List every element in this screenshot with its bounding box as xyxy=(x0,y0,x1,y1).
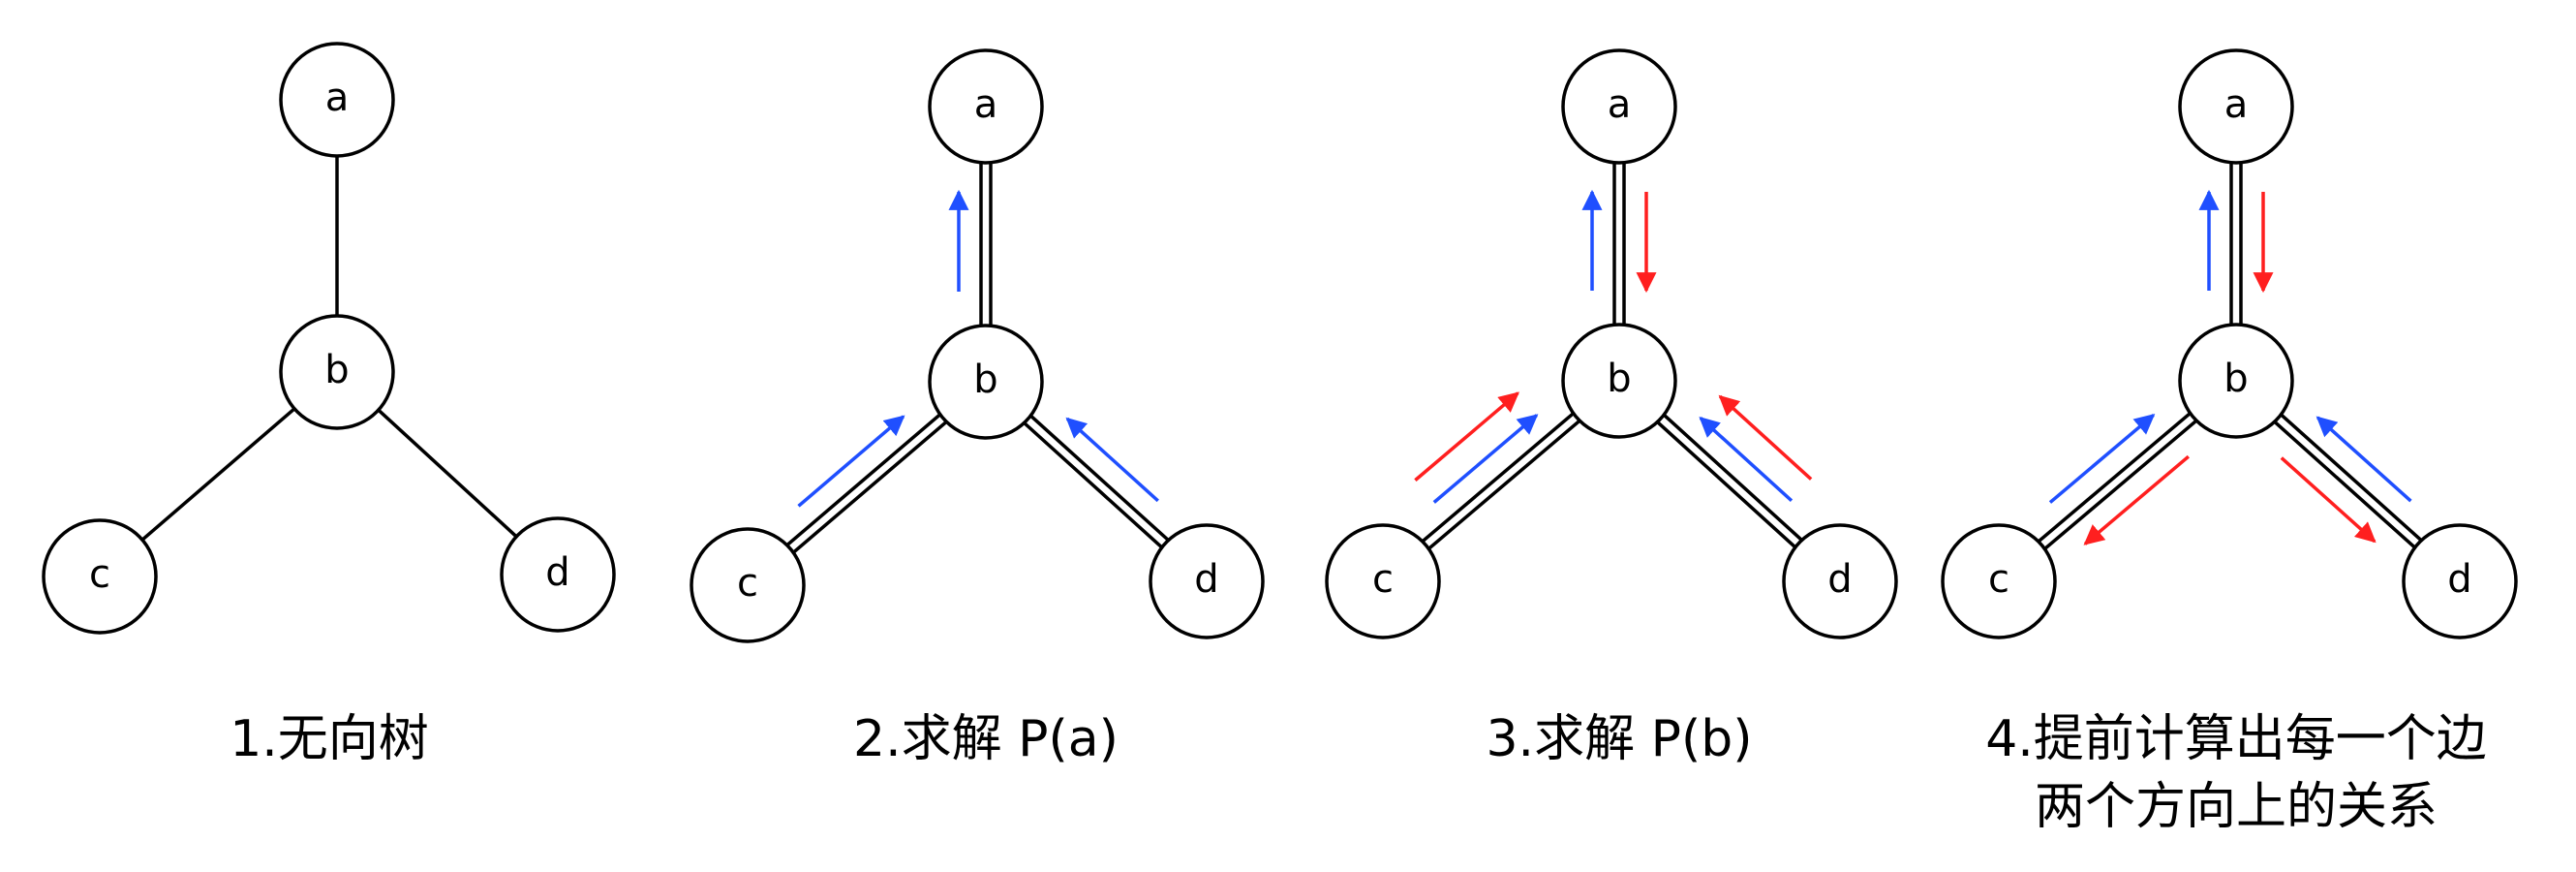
node-a-circle xyxy=(928,48,1044,165)
panel-1-caption: 1.无向树 xyxy=(230,710,429,768)
panel-3-caption: 3.求解 P(b) xyxy=(1486,710,1752,768)
arrow-blue-d-to-b xyxy=(1065,417,1159,503)
node-a-label: a xyxy=(974,82,998,127)
node-d-label: d xyxy=(2447,557,2471,602)
node-b: b xyxy=(928,324,1044,440)
node-c-circle xyxy=(690,527,806,643)
edge-d-b-line-2 xyxy=(1661,412,1805,543)
arrow-red-b-to-d xyxy=(2280,456,2377,544)
node-c-label: c xyxy=(1988,557,2009,602)
node-d-label: d xyxy=(1827,557,1852,602)
panel-2-caption: 2.求解 P(a) xyxy=(853,710,1119,768)
edge-d-b-line-1 xyxy=(1654,420,1798,550)
node-c-circle xyxy=(1941,523,2057,639)
node-b-circle xyxy=(2178,323,2294,439)
node-a-circle xyxy=(279,42,395,158)
node-b: b xyxy=(279,314,395,430)
node-a-label: a xyxy=(1608,82,1632,127)
node-c: c xyxy=(1941,523,2057,639)
node-c-circle xyxy=(1325,523,1441,639)
node-d: d xyxy=(1782,523,1898,639)
node-c: c xyxy=(690,527,806,643)
arrow-blue-d-to-b xyxy=(1699,417,1794,503)
node-b: b xyxy=(2178,323,2294,439)
node-b-label: b xyxy=(973,358,997,402)
panel-2: a b c d 2.求解 P(a) xyxy=(690,48,1265,768)
edge-d-b xyxy=(376,407,519,540)
panel-1: a b c d 1.无向树 xyxy=(42,42,616,768)
node-a-label: a xyxy=(2224,82,2249,127)
node-b-label: b xyxy=(324,348,349,392)
node-c: c xyxy=(1325,523,1441,639)
panel-4-caption-line-1: 4.提前计算出每一个边 xyxy=(1985,710,2487,768)
panel-3: a b c d 3.求解 P(b) xyxy=(1325,48,1898,768)
edge-d-b-line-1 xyxy=(1022,420,1165,550)
node-b-circle xyxy=(928,324,1044,440)
node-c-label: c xyxy=(89,552,110,597)
node-d-circle xyxy=(1149,523,1265,639)
node-c: c xyxy=(42,518,158,635)
node-a: a xyxy=(2178,48,2294,165)
node-b-circle xyxy=(279,314,395,430)
edge-c-b xyxy=(139,406,297,543)
node-b-circle xyxy=(1561,323,1677,439)
node-b: b xyxy=(1561,323,1677,439)
node-b-label: b xyxy=(1607,357,1631,401)
node-d: d xyxy=(1149,523,1265,639)
edge-c-b-line-1 xyxy=(2036,410,2193,545)
node-c-label: c xyxy=(737,561,758,606)
node-a: a xyxy=(279,42,395,158)
node-a: a xyxy=(928,48,1044,165)
node-c-circle xyxy=(42,518,158,635)
node-b-label: b xyxy=(2223,357,2248,401)
node-d-label: d xyxy=(1194,557,1218,602)
node-a: a xyxy=(1561,48,1677,165)
edge-c-b-line-2 xyxy=(1426,418,1582,551)
node-d: d xyxy=(2402,523,2518,639)
edge-c-b-line-2 xyxy=(2041,418,2199,552)
arrow-red-b-to-c xyxy=(2083,454,2190,545)
node-a-circle xyxy=(1561,48,1677,165)
panel-4-caption-line-2: 两个方向上的关系 xyxy=(2035,778,2438,836)
node-d-circle xyxy=(1782,523,1898,639)
edge-d-b-line-1 xyxy=(2272,419,2418,550)
edge-d-b-line-2 xyxy=(2278,412,2424,544)
arrow-red-c-to-b xyxy=(1414,391,1519,482)
arrow-blue-d-to-b xyxy=(2315,416,2412,503)
edge-c-b-line-1 xyxy=(784,412,943,548)
node-a-circle xyxy=(2178,48,2294,165)
node-d-circle xyxy=(500,516,616,633)
arrow-blue-c-to-b xyxy=(2048,414,2156,504)
node-c-label: c xyxy=(1372,557,1394,602)
arrow-blue-c-to-b xyxy=(1432,414,1539,504)
arrow-red-d-to-b xyxy=(1718,394,1813,481)
node-d-label: d xyxy=(545,550,569,595)
node-a-label: a xyxy=(325,76,350,120)
node-d: d xyxy=(500,516,616,633)
panels-layer: a b c d 1.无向树 a b c d 2.求解 P(a) a b c d 3.求解 P(b) a b c d 4… xyxy=(42,42,2518,836)
edge-c-b-line-2 xyxy=(790,419,949,555)
edge-c-b-line-1 xyxy=(1420,411,1577,545)
edge-d-b-line-2 xyxy=(1027,413,1171,544)
node-d-circle xyxy=(2402,523,2518,639)
arrow-blue-c-to-b xyxy=(797,415,905,508)
